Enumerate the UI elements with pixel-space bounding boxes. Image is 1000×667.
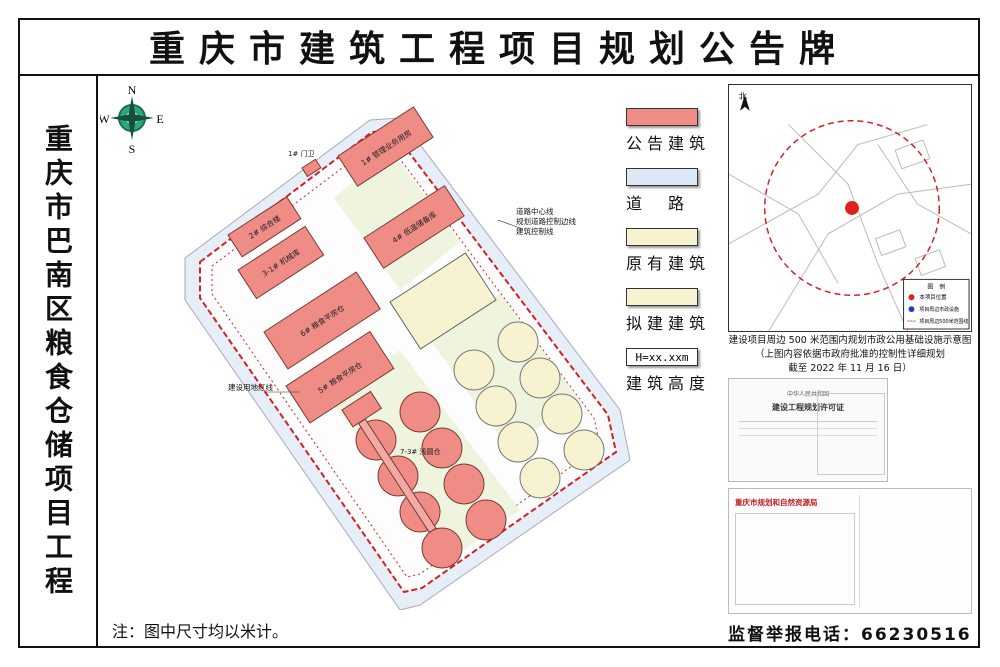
legend: 公告建筑 道 路 原有建筑 拟建建筑 H=xx.xxm 建筑高度 [620,108,710,408]
north-arrow-icon [739,94,750,111]
building-1-management: 1# 管理业务用房 [337,106,434,187]
caption-line-1: 建设项目周边 500 米范围内规划市政公用基础设施示意图 [728,335,972,346]
project-location-marker [845,201,859,215]
building-3-garage: 3-1# 机械库 [237,225,325,300]
planning-approval-letter: 重庆市规划和自然资源局 [728,488,972,614]
compass-n: N [128,83,137,97]
road-control-label: 规划道路控制边线 [516,216,576,226]
compass-w: W [100,112,110,126]
compass-s: S [129,142,136,156]
silo-label: 7-3# 浅圆仓 [400,447,441,456]
legend-label-announced: 公告建筑 [626,134,711,153]
footnote: 注：图中尺寸均以米计。 [112,622,289,641]
mini-legend-item: 项目周边市政设施 [919,306,959,313]
project-name-panel: 重庆市巴南区粮食仓储项目工程 [18,76,98,648]
permit-header: 中华人民共和国 [786,391,829,398]
mini-legend-item: 本项目位置 [919,293,947,301]
building-5-warehouse: 5# 粮食平房仓 [285,330,395,424]
height-legend-box: H=xx.xxm [626,348,698,366]
legend-swatch-road [626,168,698,186]
legend-swatch-existing [626,228,698,246]
existing-building [389,252,497,350]
report-phone: 监督举报电话：66230516 [728,625,972,645]
building-control-label: 建筑控制线 [516,226,554,236]
gate-label: 1# 门卫 [288,149,315,158]
building-4-cold-storage: 4# 低温储备库 [363,185,465,269]
board-frame [18,18,980,648]
red-line-label: 建设用地红线 [228,382,273,392]
legend-swatch-announced [626,108,698,126]
building-6-warehouse: 6# 粮食平房仓 [263,271,381,370]
legend-swatch-proposed [626,288,698,306]
legend-label-existing: 原有建筑 [626,254,711,273]
surrounding-map: 北 图 例 本项目位置 项目周边市政设施 项目周边500米范围线 [728,84,972,332]
gate-house [301,158,322,178]
board-title: 重庆市建筑工程项目规划公告牌 [18,18,980,76]
existing-silos [453,321,605,499]
permit-title: 建设工程规划许可证 [772,403,844,412]
caption-line-3: 截至 2022 年 11 月 16 日） [788,363,912,374]
caption-line-2: （上图内容依据市政府批准的控制性详细规划 [754,349,945,360]
legend-label-proposed: 拟建建筑 [626,314,711,333]
building-2-office: 2# 综合楼 [227,196,302,258]
mini-legend-item: 项目周边500米范围线 [919,318,968,325]
compass-e: E [156,112,163,126]
silo-annex [341,390,383,428]
site-plan: N S W E 1# 管理业务用房 2# 综合楼 3-1# 机械库 4# 低温储… [100,83,631,610]
compass-icon: N S W E [100,83,164,156]
project-name: 重庆市巴南区粮食仓储项目工程 [41,124,74,600]
planning-permit-document: 中华人民共和国 建设工程规划许可证 [728,378,888,482]
mini-legend-title: 图 例 [927,282,945,290]
mini-map-legend: 图 例 本项目位置 项目周边市政设施 项目周边500米范围线 [903,278,970,330]
surrounding-map-caption: 建设项目周边 500 米范围内规划市政公用基础设施示意图 （上图内容依据市政府批… [728,334,972,376]
height-legend-label: 建筑高度 [626,374,711,393]
road-centerline-label: 道路中心线 [516,206,554,216]
legend-label-road: 道 路 [626,194,690,213]
mini-map-north: 北 [739,92,747,101]
letter-header: 重庆市规划和自然资源局 [735,498,818,507]
